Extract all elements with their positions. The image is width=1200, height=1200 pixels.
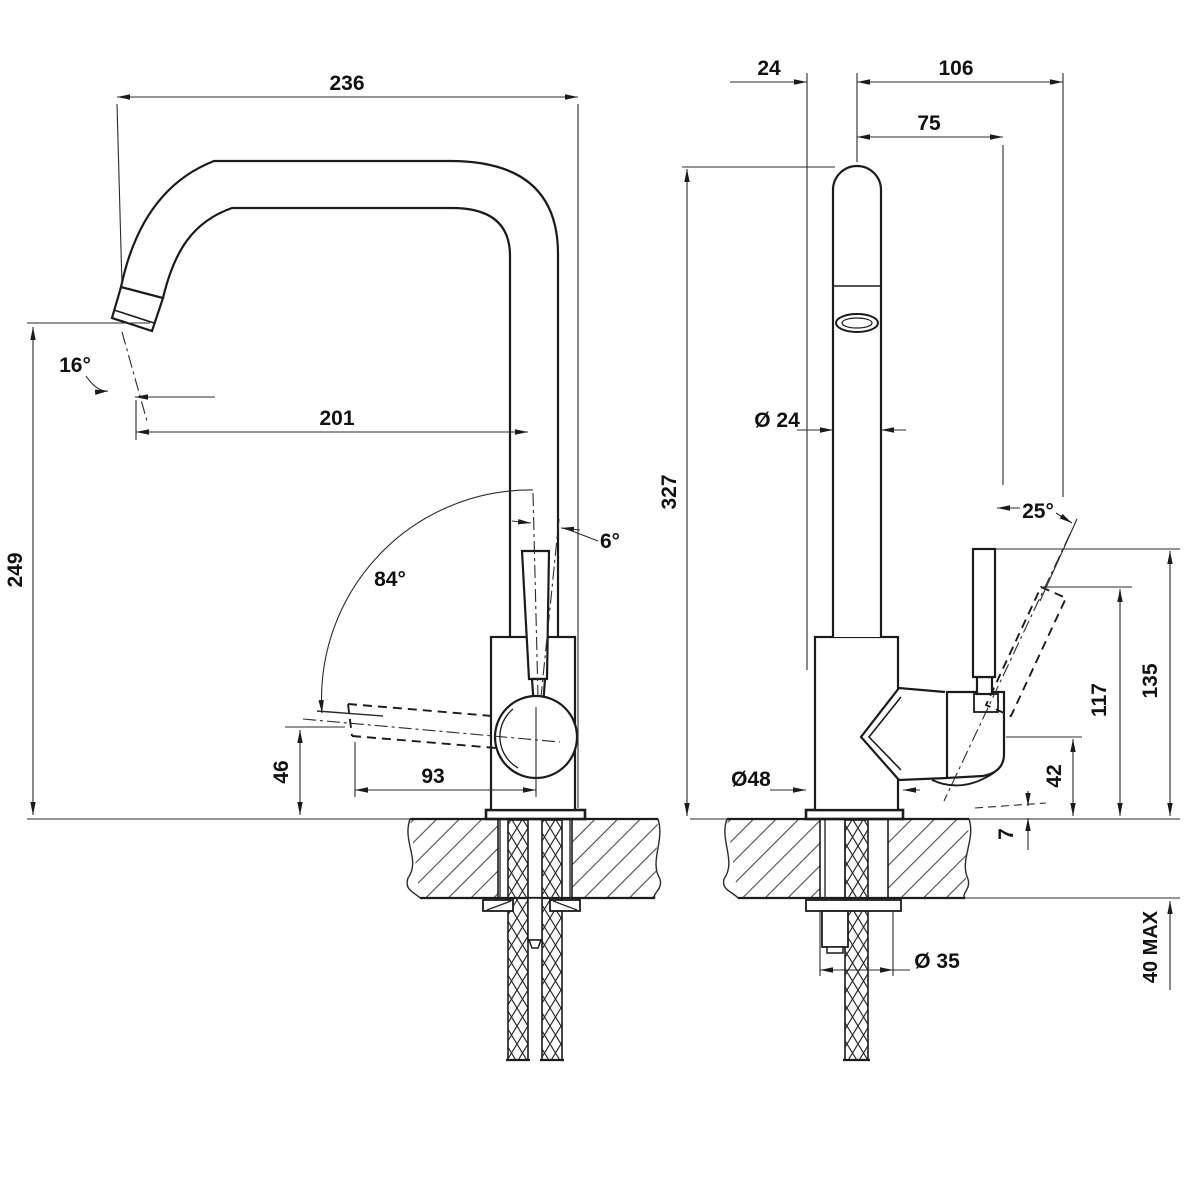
base-flange-front	[484, 808, 587, 821]
dimensions-side: 24 106 75 Ø 24 327 25° 135 117	[658, 57, 1180, 990]
dim-106-label: 106	[938, 57, 973, 80]
torn-edge-left	[722, 818, 739, 899]
braided-hose-right	[541, 819, 563, 1061]
dim-24-label: 24	[757, 57, 781, 80]
dim-40max-label: 40 MAX	[1140, 910, 1162, 983]
aerator-axis	[121, 331, 148, 422]
dim-249-label: 249	[4, 552, 27, 587]
torn-edge-left	[406, 818, 421, 899]
supply-hose-side	[805, 819, 902, 1062]
spout-inner-front	[161, 206, 512, 637]
dim-201-label: 201	[319, 407, 354, 430]
aerator-face-front	[113, 309, 155, 324]
mounting-stud-front	[527, 897, 543, 949]
dim-46-label: 46	[270, 760, 293, 783]
dim-dia48-label: Ø48	[731, 768, 771, 791]
dim-16deg-label: 16°	[59, 354, 91, 377]
dim-dia24-label: Ø 24	[754, 409, 800, 432]
dim-6deg-label: 6°	[600, 530, 620, 553]
dim-75-label: 75	[917, 112, 941, 135]
countertop-front	[27, 817, 662, 900]
faucet-side	[804, 164, 1078, 821]
spout-outer-front	[119, 159, 560, 637]
torn-edge-right	[653, 818, 662, 899]
mounting-washer-side	[805, 899, 902, 912]
dim-236-label: 236	[329, 72, 364, 95]
spout-tip-front	[110, 285, 165, 333]
handle-lever-side	[971, 547, 997, 679]
faucet-front	[110, 159, 587, 821]
mounting-washer-front	[482, 899, 581, 912]
front-view: 236 16° 249 201 84° 6°	[4, 72, 662, 1062]
side-view: 24 106 75 Ø 24 327 25° 135 117	[658, 57, 1180, 1062]
dim-7-label: 7	[995, 828, 1018, 840]
dim-84deg-label: 84°	[374, 568, 406, 591]
handle-alt-position-front	[302, 703, 561, 749]
countertop-side	[690, 817, 1180, 900]
torn-edge-right	[963, 818, 972, 899]
supply-hoses-front	[482, 819, 581, 1062]
dim-93-label: 93	[421, 765, 444, 788]
aerator-outlet	[841, 317, 873, 329]
dim-327-label: 327	[658, 474, 681, 509]
dim-135-label: 135	[1139, 663, 1162, 698]
dim-117-label: 117	[1088, 683, 1111, 717]
base-flange-side	[804, 808, 905, 821]
dim-42-label: 42	[1043, 764, 1066, 787]
mounting-nut	[821, 910, 849, 948]
spout-side	[831, 164, 883, 637]
braided-hose-left	[507, 819, 529, 1061]
dimensions-front: 236 16° 249 201 84° 6°	[4, 72, 620, 815]
dim-25deg-label: 25°	[1022, 500, 1054, 523]
dim-dia35-label: Ø 35	[914, 950, 960, 973]
handle-neck-side	[975, 675, 994, 696]
